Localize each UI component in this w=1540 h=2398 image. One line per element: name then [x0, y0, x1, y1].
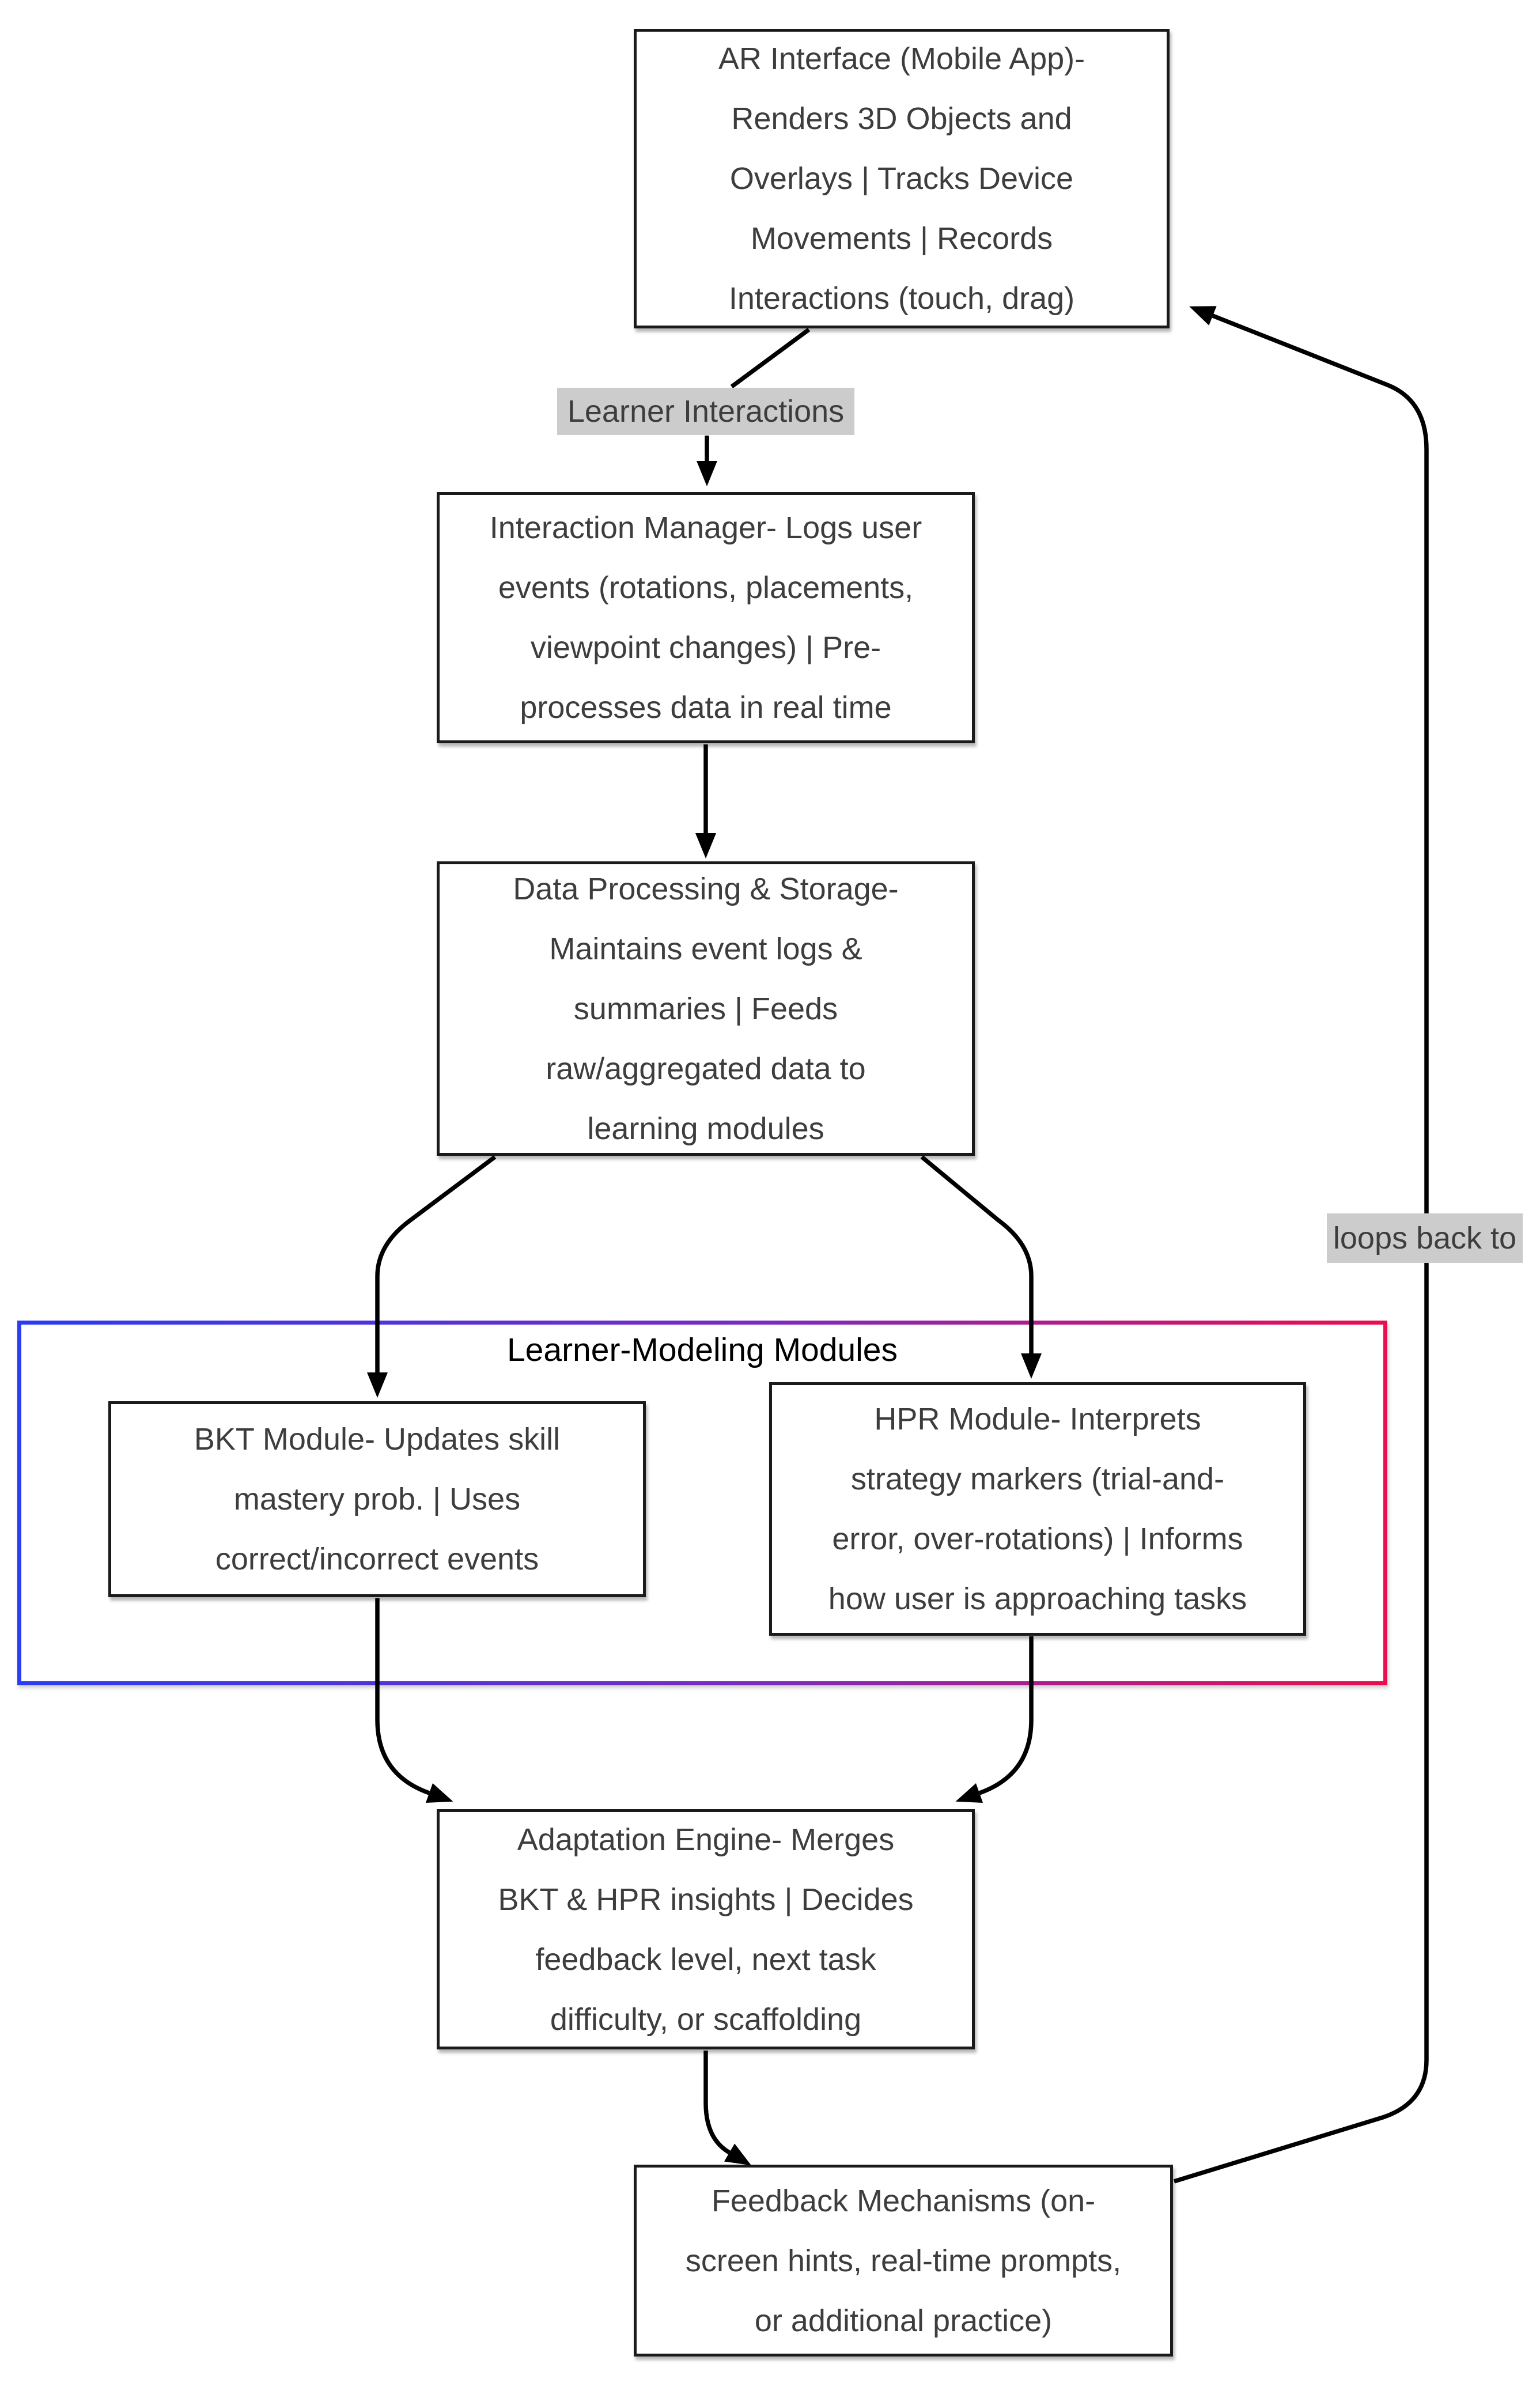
node-adaptation-engine: Adaptation Engine- Merges BKT & HPR insi… — [437, 1809, 975, 2049]
container-title: Learner-Modeling Modules — [506, 1332, 898, 1368]
edge-label-loops-back-to: loops back to — [1327, 1213, 1523, 1263]
node-data-processing: Data Processing & Storage- Maintains eve… — [437, 861, 975, 1156]
node-bkt-module: BKT Module- Updates skill mastery prob. … — [108, 1401, 646, 1597]
node-ar-interface: AR Interface (Mobile App)- Renders 3D Ob… — [634, 29, 1170, 328]
edge-adaptation-to-feedback — [703, 2051, 751, 2166]
node-interaction-manager: Interaction Manager- Logs user events (r… — [437, 492, 975, 743]
node-hpr-module: HPR Module- Interprets strategy markers … — [769, 1382, 1306, 1636]
node-feedback-mechanisms: Feedback Mechanisms (on- screen hints, r… — [634, 2165, 1173, 2357]
edge-label-learner-interactions: Learner Interactions — [557, 388, 854, 435]
edge-ar-to-interaction-label — [730, 327, 811, 389]
